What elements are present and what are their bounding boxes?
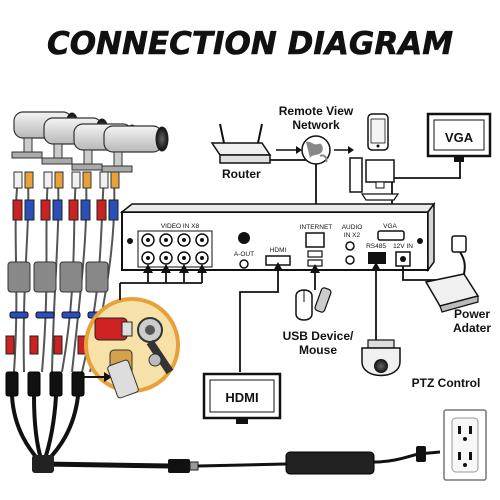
video-ports-frame (137, 230, 213, 268)
connection-arrowheads (143, 262, 381, 273)
label-video-in: VIDEO IN X8 (161, 223, 200, 230)
diagram-title: CONNECTION DIAGRAM (47, 26, 453, 62)
vga-monitor-icon (426, 112, 492, 162)
globe-icon (301, 135, 331, 165)
desktop-computer-icon (349, 157, 400, 201)
a-out-port-jack (239, 259, 249, 269)
label-rs485: RS485 (366, 243, 386, 250)
mouse-icon (295, 289, 313, 321)
audio-in-port-2 (345, 255, 355, 265)
cameras-group (11, 111, 169, 173)
vga-port (377, 230, 405, 241)
wall-outlet-icon (443, 409, 487, 481)
bnc-connectors-top (13, 171, 120, 189)
label-internet: INTERNET (300, 224, 333, 231)
label-remote-view-2: Network (292, 118, 340, 132)
red-dc-plugs (5, 335, 87, 355)
label-power-1: Power (454, 307, 490, 321)
dc-connector-tip (189, 461, 199, 471)
ethernet-port (305, 232, 325, 248)
label-usb-2: Mouse (299, 343, 337, 357)
hdmi-monitor-icon (202, 372, 282, 424)
label-router: Router (222, 167, 261, 181)
label-a-out: A-OUT (234, 251, 254, 258)
dc-connector (168, 459, 190, 473)
usb-drive-icon (314, 287, 332, 313)
label-hdmi-monitor: HDMI (225, 390, 258, 405)
camera-icon (101, 125, 169, 173)
label-12v-in: 12V IN (393, 243, 413, 250)
label-vga-port: VGA (383, 223, 397, 230)
audio-in-port-1 (345, 241, 355, 251)
dc-plug-closeup (107, 359, 139, 399)
rs485-port (368, 252, 386, 264)
a-out-port (238, 232, 250, 244)
power-adapter-icon (424, 235, 480, 313)
label-power-2: Adater (453, 321, 491, 335)
zoom-arrow-head (104, 372, 112, 382)
label-audio-in-1: AUDIO (342, 224, 363, 231)
label-hdmi-port: HDMI (270, 247, 287, 254)
label-usb-1: USB Device/ (283, 329, 354, 343)
router-icon (210, 123, 272, 164)
cable-junction-blocks (7, 261, 109, 293)
ptz-camera-icon (361, 339, 401, 377)
arrow-head (296, 146, 302, 154)
label-vga-monitor: VGA (445, 130, 474, 145)
splitter-hub (32, 455, 54, 473)
blue-clips (9, 311, 107, 319)
usb-port-1 (307, 250, 323, 258)
bottom-power-brick (197, 446, 441, 475)
red-blue-connectors (12, 199, 119, 221)
smartphone-icon (367, 113, 389, 151)
power-splitter-plugs (5, 371, 85, 397)
label-ptz: PTZ Control (412, 376, 481, 390)
arrow-head (348, 146, 354, 154)
label-audio-in-2: IN X2 (344, 232, 361, 239)
label-remote-view-1: Remote View (279, 104, 354, 118)
